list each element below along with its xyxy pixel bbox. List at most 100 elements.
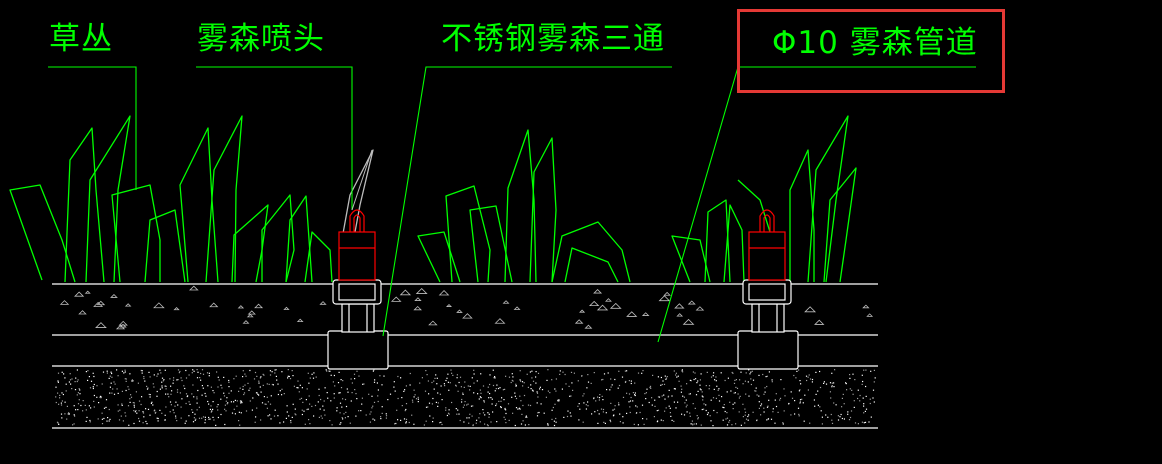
gravel-speck: [790, 391, 792, 393]
gravel-speck: [619, 413, 621, 415]
gravel-speck: [242, 376, 244, 378]
gravel-speck: [368, 393, 370, 395]
gravel-speck: [486, 424, 489, 426]
gravel-speck: [324, 387, 326, 389]
gravel-speck: [405, 421, 407, 423]
gravel-speck: [216, 406, 218, 408]
mist-nozzle-assembly-1: [327, 209, 389, 370]
gravel-speck: [401, 405, 403, 407]
gravel-speck: [833, 386, 835, 388]
gravel-speck: [717, 389, 719, 391]
gravel-speck: [726, 417, 729, 419]
gravel-speck: [459, 376, 462, 378]
gravel-speck: [853, 400, 855, 402]
gravel-speck: [601, 379, 603, 381]
gravel-speck: [385, 413, 387, 415]
gravel-speck: [287, 377, 289, 379]
gravel-speck: [473, 373, 475, 375]
gravel-speck: [325, 369, 327, 371]
gravel-speck: [806, 379, 808, 382]
gravel-speck: [133, 422, 135, 425]
gravel-speck: [823, 382, 825, 384]
gravel-speck: [870, 416, 872, 418]
gravel-speck: [363, 383, 365, 385]
gravel-speck: [610, 378, 612, 380]
gravel-speck: [461, 398, 463, 401]
soil-layer-texture: [59, 285, 874, 330]
gravel-speck: [782, 422, 784, 424]
gravel-speck: [221, 387, 223, 389]
gravel-speck: [593, 397, 595, 399]
nozzle-body: [338, 231, 376, 281]
gravel-speck: [96, 396, 98, 398]
gravel-speck: [756, 419, 758, 421]
gravel-speck: [763, 407, 765, 409]
gravel-speck: [456, 374, 458, 376]
label-mist-nozzle: 雾森喷头: [197, 21, 325, 57]
gravel-speck: [185, 393, 188, 395]
gravel-speck: [393, 386, 395, 388]
gravel-speck: [121, 403, 123, 405]
gravel-speck: [177, 404, 179, 406]
gravel-speck: [847, 411, 849, 413]
gravel-speck: [236, 405, 238, 407]
gravel-speck: [748, 414, 750, 416]
gravel-speck: [377, 395, 379, 397]
gravel-speck: [239, 400, 242, 402]
gravel-speck: [125, 380, 127, 382]
gravel-speck: [413, 396, 415, 398]
gravel-speck: [535, 382, 537, 384]
gravel-speck: [519, 370, 521, 372]
gravel-speck: [868, 421, 870, 423]
gravel-speck: [261, 402, 264, 404]
gravel-speck: [207, 400, 209, 403]
gravel-speck: [405, 408, 407, 411]
gravel-speck: [686, 404, 688, 406]
gravel-speck: [260, 419, 262, 421]
gravel-speck: [554, 388, 556, 390]
gravel-speck: [505, 422, 507, 424]
gravel-speck: [602, 378, 604, 381]
gravel-speck: [752, 411, 754, 413]
gravel-speck: [58, 403, 60, 405]
gravel-speck: [381, 406, 383, 408]
gravel-speck: [695, 423, 697, 425]
gravel-speck: [142, 412, 145, 414]
gravel-speck: [233, 408, 235, 410]
gravel-speck: [346, 388, 348, 390]
gravel-speck: [114, 383, 116, 385]
gravel-speck: [111, 372, 113, 375]
gravel-speck: [849, 377, 851, 379]
gravel-speck: [657, 420, 659, 422]
gravel-speck: [303, 410, 305, 412]
gravel-speck: [249, 400, 251, 402]
gravel-speck: [260, 376, 262, 378]
gravel-speck: [710, 420, 712, 422]
gravel-speck: [586, 387, 588, 389]
gravel-speck: [109, 392, 111, 394]
gravel-speck: [153, 386, 155, 388]
gravel-speck: [642, 370, 644, 372]
gravel-speck: [670, 415, 672, 417]
gravel-speck: [495, 404, 497, 407]
gravel-speck: [168, 396, 170, 398]
gravel-speck: [205, 395, 207, 397]
gravel-speck: [555, 390, 557, 392]
gravel-speck: [443, 383, 445, 385]
gravel-speck: [307, 372, 309, 374]
gravel-speck: [564, 373, 566, 376]
gravel-speck: [101, 423, 104, 425]
gravel-speck: [179, 370, 181, 373]
gravel-speck: [807, 376, 809, 378]
gravel-speck: [745, 393, 747, 395]
gravel-speck: [451, 401, 453, 404]
gravel-speck: [572, 389, 574, 391]
gravel-speck: [257, 393, 259, 395]
gravel-speck: [558, 399, 560, 401]
gravel-speck: [212, 401, 214, 403]
label-mist-pipe: Φ10 雾森管道: [772, 25, 978, 61]
gravel-speck: [633, 423, 635, 425]
gravel-speck: [374, 419, 376, 421]
gravel-speck: [61, 371, 63, 373]
gravel-speck: [861, 383, 863, 385]
